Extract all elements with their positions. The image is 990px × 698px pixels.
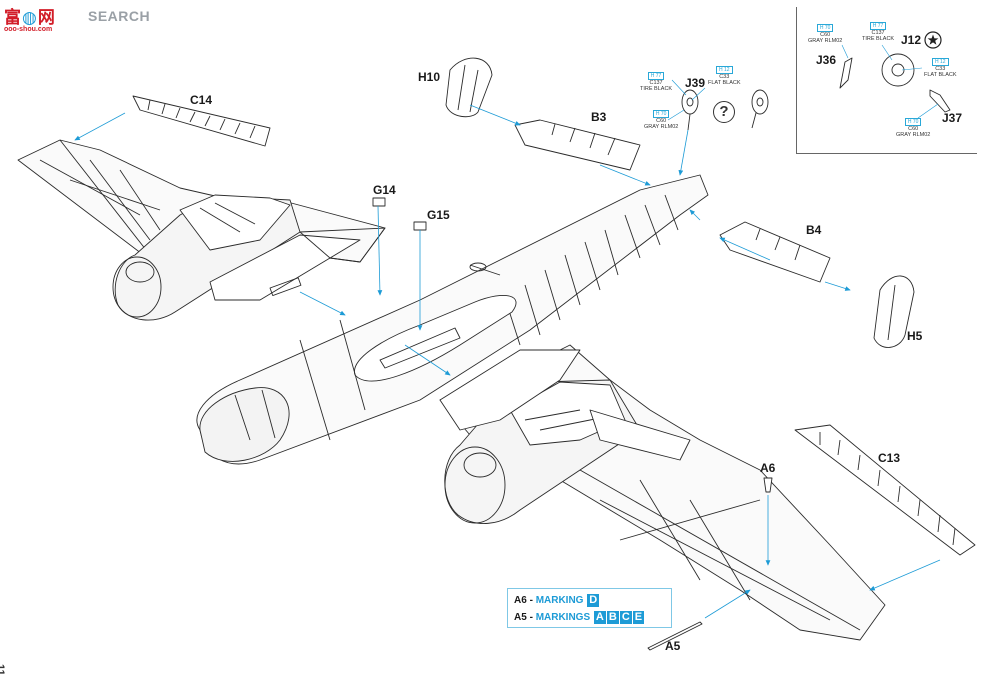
part-c14-drawing	[132, 95, 271, 147]
watermark-cn-text: 富◍网	[4, 8, 56, 28]
label-a6: A6	[760, 461, 776, 475]
label-h5: H5	[907, 329, 923, 343]
legend-row-a6: A6 - MARKING D	[514, 594, 600, 607]
marking-badge: E	[632, 611, 645, 624]
marking-badge: D	[587, 594, 600, 607]
part-a5-drawing	[647, 621, 703, 651]
part-c13-drawing	[794, 424, 976, 556]
right-wing-assembly	[439, 344, 886, 641]
label-b4: B4	[806, 223, 822, 237]
star-in-circle-icon	[924, 31, 942, 49]
part-j39-wheel-2	[751, 89, 769, 115]
label-h10: H10	[418, 70, 441, 84]
paint-callout-flat-black: H 12 C33 FLAT BLACK	[708, 66, 741, 86]
assembly-arrows	[74, 104, 941, 619]
part-b3-drawing	[514, 119, 641, 171]
paint-callout-gray-rlm02: H 70 C60 GRAY RLM02	[644, 110, 679, 130]
label-g15: G15	[427, 208, 450, 222]
part-g15-drawing	[413, 221, 427, 231]
inset-callout-gray-rlm02-2: H 70 C60 GRAY RLM02	[896, 118, 931, 138]
watermark-logo: 富◍网 SEARCH ooo-shou.com	[4, 3, 164, 39]
part-h5-drawing	[873, 275, 915, 348]
label-b3: B3	[591, 110, 607, 124]
marking-badge: A	[593, 611, 606, 624]
page-number: 11	[0, 664, 6, 676]
paint-callout-tire-black: H 77 C137 TIRE BLACK	[640, 72, 673, 92]
label-j12: J12	[901, 33, 922, 47]
label-a5: A5	[665, 639, 681, 653]
label-g14: G14	[373, 183, 396, 197]
fuselage-drawing	[196, 174, 709, 465]
watermark-url-text: ooo-shou.com	[4, 26, 53, 33]
part-j37-door	[929, 89, 951, 113]
part-g14-drawing	[372, 197, 386, 207]
part-j12-wheel	[881, 53, 915, 87]
label-c14: C14	[190, 93, 213, 107]
label-j39: J39	[685, 76, 706, 90]
marking-badge: B	[606, 611, 619, 624]
watermark-brand-text: SEARCH	[88, 8, 151, 24]
label-j36: J36	[816, 53, 837, 67]
callout-leader-lines	[667, 44, 939, 121]
part-a6-drawing	[763, 477, 773, 493]
part-h10-drawing	[445, 57, 493, 118]
marking-badge: C	[619, 611, 632, 624]
question-circle-icon: ?	[713, 101, 735, 123]
inset-callout-gray-rlm02: H 70 C60 GRAY RLM02	[808, 24, 843, 44]
label-j37: J37	[942, 111, 963, 125]
inset-callout-flat-black: H 12 C33 FLAT BLACK	[924, 58, 957, 78]
inset-callout-tire-black: H 77 C137 TIRE BLACK	[862, 22, 895, 42]
left-wing-assembly	[17, 139, 386, 321]
part-j36-strut	[839, 57, 853, 89]
inset-detail-frame	[796, 7, 977, 154]
label-c13: C13	[878, 451, 901, 465]
part-b4-drawing	[719, 221, 831, 283]
